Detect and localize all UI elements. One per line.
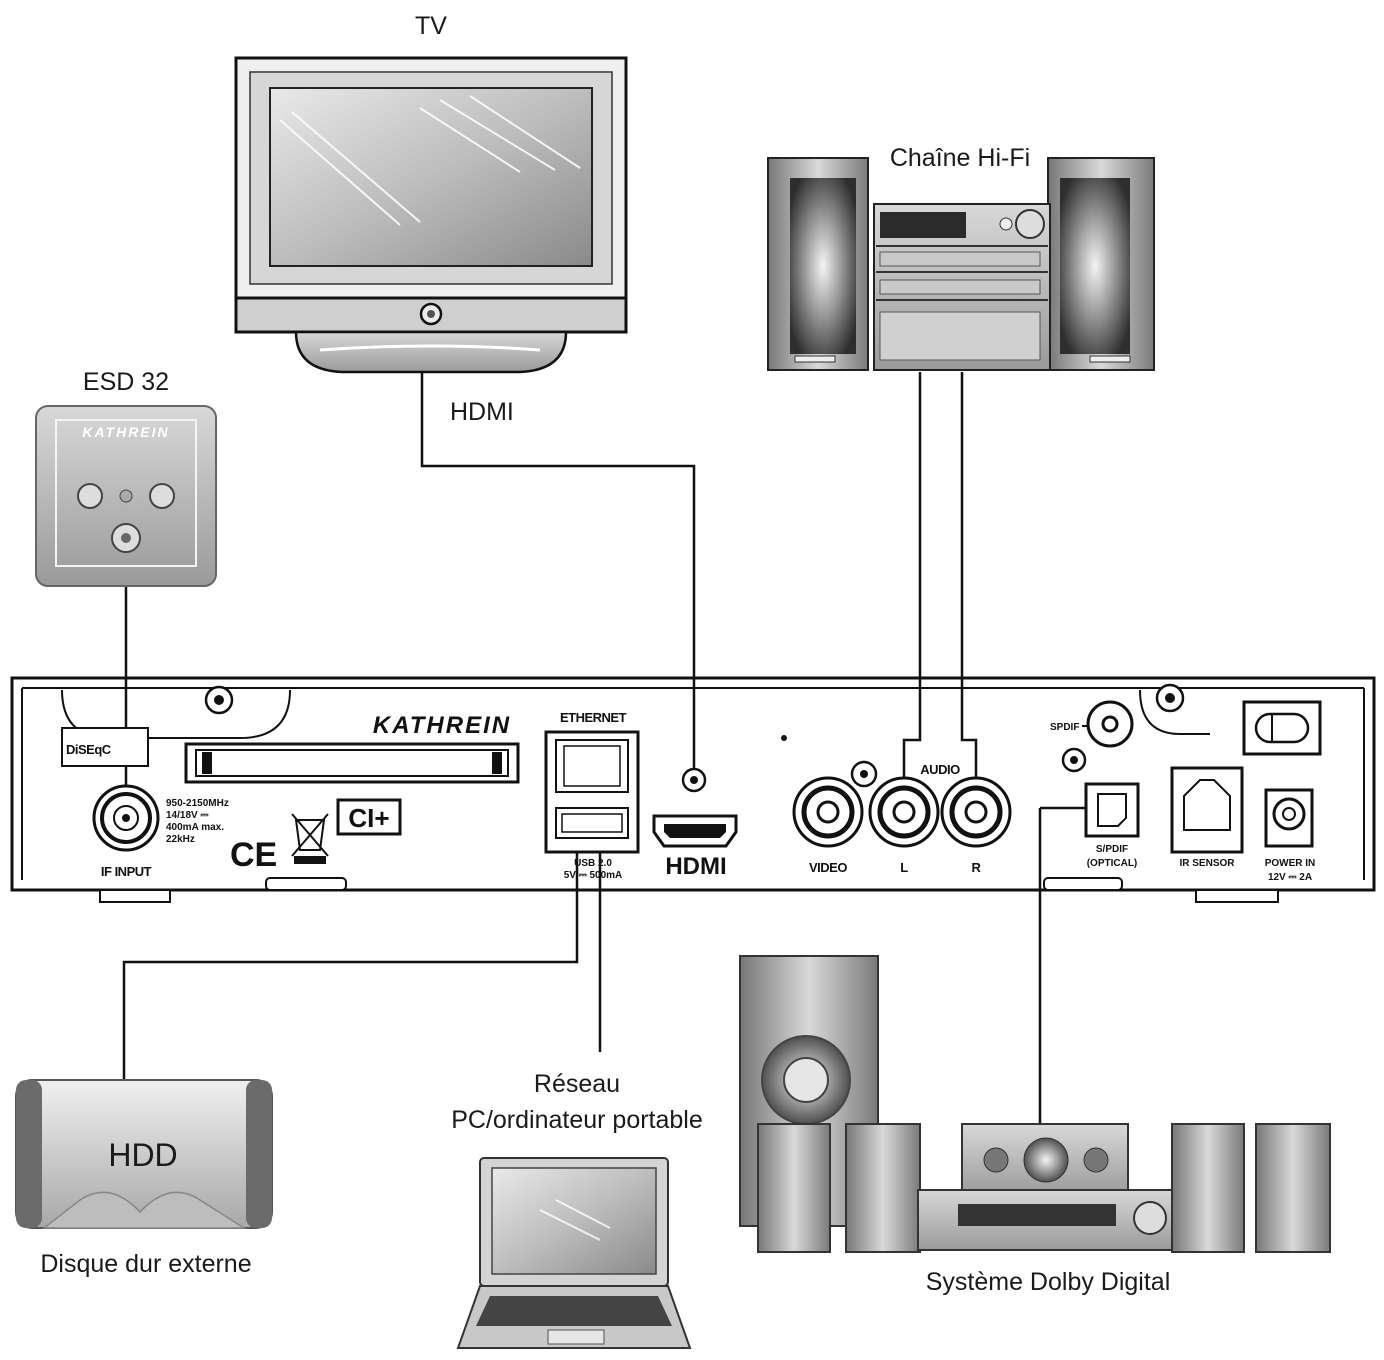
if-spec-4: 22kHz <box>166 834 195 845</box>
cable-hdmi <box>420 372 696 780</box>
spdif-coax-label: SPDIF <box>1050 722 1079 733</box>
screw-right <box>1155 683 1185 713</box>
tv-device <box>234 56 628 374</box>
audio-r-label: R <box>972 860 982 875</box>
laptop-device <box>456 1157 692 1349</box>
diseqc-logo: DiSEqC <box>66 742 112 757</box>
audio-label: AUDIO <box>920 762 960 777</box>
ethernet-label: ETHERNET <box>560 710 627 725</box>
power-switch[interactable] <box>1242 700 1322 756</box>
spdif-label-2: (OPTICAL) <box>1087 858 1138 869</box>
esd-32-device: KATHREIN <box>35 405 217 587</box>
network-label-2: PC/ordinateur portable <box>451 1106 703 1134</box>
usb-label-2: 5V ⎓ 500mA <box>564 870 623 881</box>
svg-text:CI+: CI+ <box>348 803 389 833</box>
weee-bin-icon <box>291 813 329 864</box>
receiver-brand-logo: KATHREIN <box>373 712 511 739</box>
cables <box>122 372 1092 1124</box>
hdmi-port[interactable] <box>652 814 738 848</box>
audio-r-rca-port[interactable] <box>940 776 1012 848</box>
screw-left <box>204 685 234 715</box>
ir-sensor-port[interactable] <box>1170 766 1244 854</box>
ce-mark: CE <box>230 836 277 874</box>
audio-screw <box>850 760 878 788</box>
hdmi-cable-label: HDMI <box>450 398 514 426</box>
cable-usb-hdd <box>122 826 579 1080</box>
network-label-1: Réseau <box>534 1070 620 1098</box>
hdd-device <box>15 1079 273 1229</box>
cable-spdif <box>1038 806 1092 1124</box>
if-input-port[interactable] <box>92 784 160 852</box>
video-rca-port[interactable] <box>792 776 864 848</box>
audio-l-rca-port[interactable] <box>868 776 940 848</box>
spdif-coax-port[interactable] <box>1086 700 1134 748</box>
hifi-device <box>767 157 1155 371</box>
if-spec-2: 14/18V ⎓ <box>166 810 208 821</box>
audio-l-label: L <box>900 860 908 875</box>
ir-sensor-label: IR SENSOR <box>1179 858 1235 869</box>
if-spec-3: 400mA max. <box>166 822 224 833</box>
esd-label: ESD 32 <box>83 368 169 396</box>
if-spec-1: 950-2150MHz <box>166 798 229 809</box>
esd-brand-logo: KATHREIN <box>82 424 169 440</box>
power-label-2: 12V ⎓ 2A <box>1268 872 1312 883</box>
usb-label-1: USB 2.0 <box>574 858 612 869</box>
power-label-1: POWER IN <box>1265 858 1316 869</box>
hdd-device-label: HDD <box>108 1137 177 1173</box>
hdmi-screw <box>681 767 707 793</box>
dolby-label: Système Dolby Digital <box>926 1268 1171 1296</box>
hdd-caption: Disque dur externe <box>40 1250 251 1278</box>
if-input-label: IF INPUT <box>101 864 152 879</box>
spdif-label-1: S/PDIF <box>1096 844 1128 855</box>
spdif-optical-port[interactable] <box>1084 782 1140 838</box>
ethernet-port[interactable] <box>555 739 629 793</box>
video-label: VIDEO <box>809 860 847 875</box>
receiver-back-panel: KATHREIN DiSEqC IF INPUT 950-2150MHz 14/… <box>10 676 1376 903</box>
tv-label: TV <box>415 12 447 40</box>
ci-card-slot[interactable] <box>184 742 520 784</box>
dolby-system-device <box>739 955 1331 1253</box>
usb-port[interactable] <box>555 807 629 839</box>
ci-plus-logo: CI+ <box>336 798 402 836</box>
spdif-screw <box>1061 747 1087 773</box>
hifi-label: Chaîne Hi-Fi <box>890 144 1030 172</box>
hdmi-port-logo: HDMI <box>665 853 726 880</box>
cable-audio-l <box>902 372 922 808</box>
cable-audio-r <box>960 372 978 808</box>
power-in-port[interactable] <box>1264 788 1314 848</box>
